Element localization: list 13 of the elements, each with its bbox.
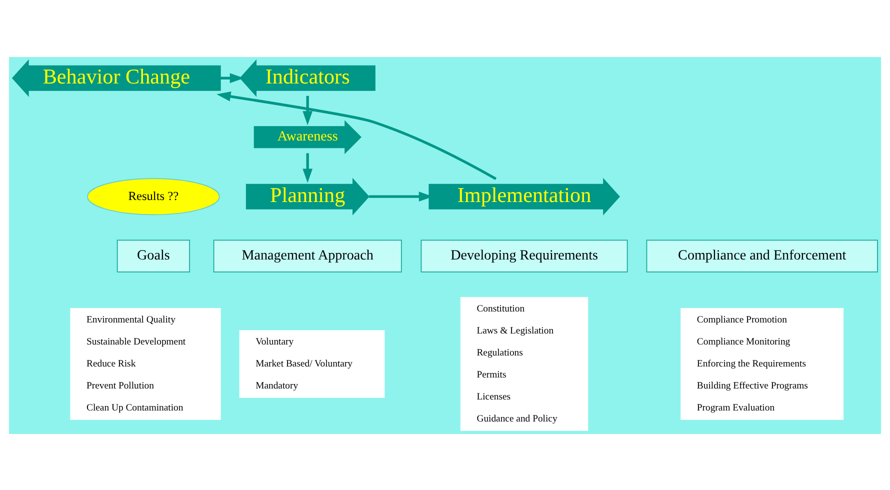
arrow xyxy=(216,91,497,180)
node-box: Compliance Promotion Compliance Monitoring Enforcing the Requirements Building Effective Programs Program Evaluation xyxy=(680,308,844,420)
node-box: Developing Requirements xyxy=(420,239,628,272)
arrow xyxy=(220,72,244,83)
arrow xyxy=(302,95,313,125)
arrow xyxy=(302,152,313,182)
node-box: Compliance and Enforcement xyxy=(646,239,878,272)
node-box: Constitution Laws & Legislation Regulations Permits Licenses Guidance and Policy xyxy=(460,296,588,430)
node-box: Goals xyxy=(116,239,190,272)
node-ellipse: Results ?? xyxy=(87,178,220,215)
node-box: Management Approach xyxy=(213,239,402,272)
node-box: Environmental Quality Sustainable Development Reduce Risk Prevent Pollution Clean Up Contamination xyxy=(70,308,221,420)
node-box: Voluntary Market Based/ Voluntary Mandatory xyxy=(239,330,385,398)
